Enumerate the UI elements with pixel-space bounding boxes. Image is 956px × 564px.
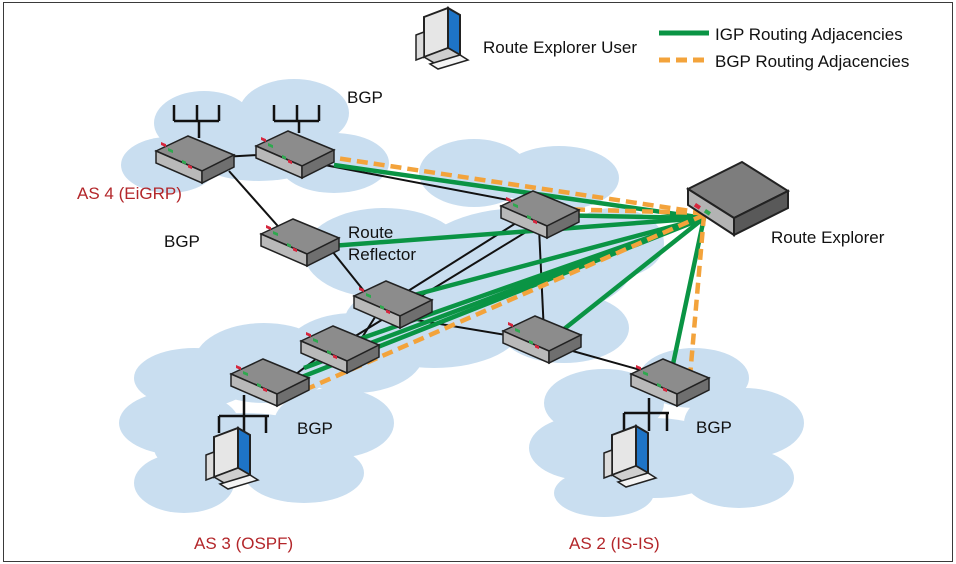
as4-label: AS 4 (EiGRP) [77,184,182,203]
bgp-as2-label: BGP [696,418,732,437]
legend-bgp-label: BGP Routing Adjacencies [715,52,909,71]
as2-label: AS 2 (IS-IS) [569,534,660,553]
legend: Route Explorer User IGP Routing Adjacenc… [483,25,909,71]
route-reflector-label-line2: Reflector [348,245,416,264]
as3-label: AS 3 (OSPF) [194,534,293,553]
computer-icon [415,7,469,70]
route-reflector-label-line1: Route [348,223,393,242]
bgp-top-label: BGP [347,88,383,107]
route-explorer-icon [685,160,791,237]
route-explorer-label: Route Explorer [771,228,885,247]
lan-stubs [172,105,669,433]
network-diagram: Route Explorer User IGP Routing Adjacenc… [3,2,953,562]
legend-igp-label: IGP Routing Adjacencies [715,25,903,44]
bgp-left-label: BGP [164,232,200,251]
legend-user-label: Route Explorer User [483,38,637,57]
diagram-canvas: Route Explorer User IGP Routing Adjacenc… [77,7,909,553]
bgp-as3-label: BGP [297,419,333,438]
